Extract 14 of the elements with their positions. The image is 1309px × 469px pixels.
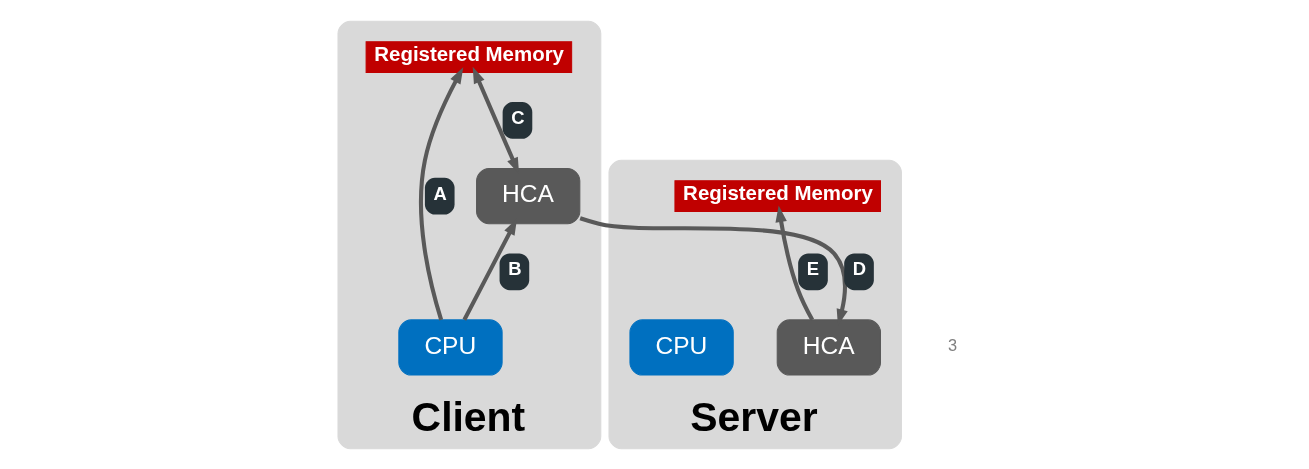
- edge-label: C: [510, 106, 525, 128]
- edge-label: B: [507, 257, 522, 279]
- node-box: Registered Memory: [365, 40, 572, 73]
- arrow: [775, 205, 814, 321]
- edge-label: E: [806, 257, 819, 279]
- node-box: HCA: [776, 318, 881, 376]
- node-box: CPU: [628, 318, 734, 376]
- arrow: [418, 66, 463, 320]
- edge-label: D: [852, 257, 866, 279]
- edge-label: A: [433, 182, 447, 204]
- node-box: HCA: [475, 167, 580, 224]
- node-box: Registered Memory: [673, 179, 881, 212]
- label: 3: [947, 335, 957, 354]
- node-box: CPU: [397, 318, 503, 376]
